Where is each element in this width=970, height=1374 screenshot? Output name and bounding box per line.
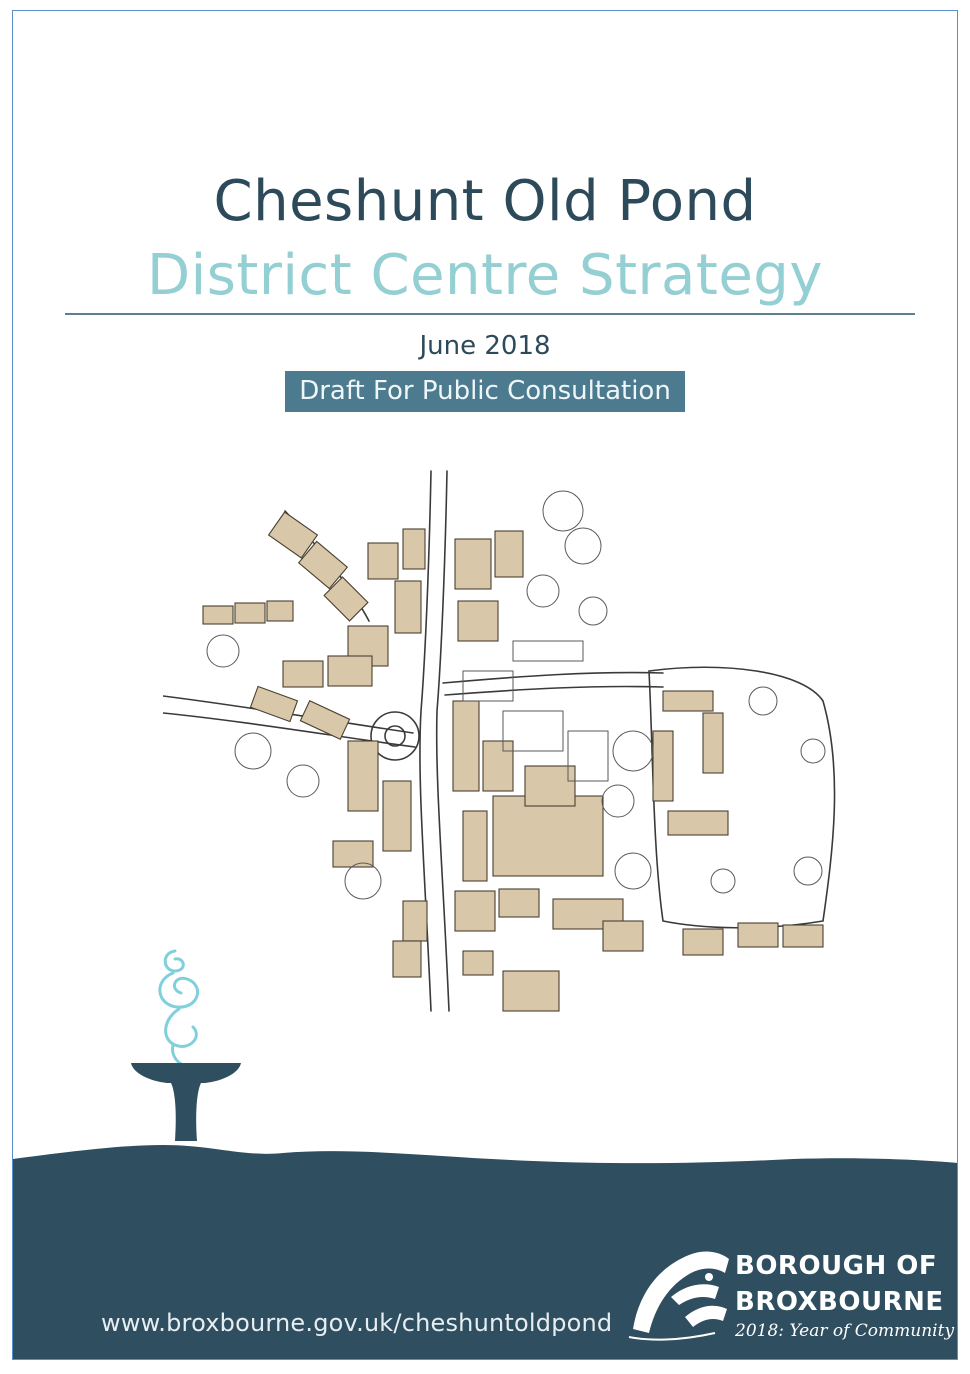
town-plan-map	[163, 470, 836, 1012]
badger-icon	[628, 1251, 729, 1341]
logo-line-1: BOROUGH OF	[735, 1251, 938, 1281]
fountain-icon	[131, 949, 241, 1141]
logo-line-2: BROXBOURNE	[735, 1287, 944, 1317]
page-subtitle: District Centre Strategy	[147, 243, 823, 308]
footer-url[interactable]: www.broxbourne.gov.uk/cheshuntoldpond	[101, 1309, 613, 1337]
status-badge: Draft For Public Consultation	[285, 371, 685, 412]
status-badge-wrap: Draft For Public Consultation	[13, 371, 957, 412]
title-divider	[65, 313, 915, 315]
publication-date: June 2018	[419, 331, 551, 361]
page-title: Cheshunt Old Pond	[213, 169, 757, 234]
cover-frame: Cheshunt Old Pond District Centre Strate…	[12, 10, 958, 1360]
logo-tagline: 2018: Year of Community	[735, 1321, 955, 1341]
